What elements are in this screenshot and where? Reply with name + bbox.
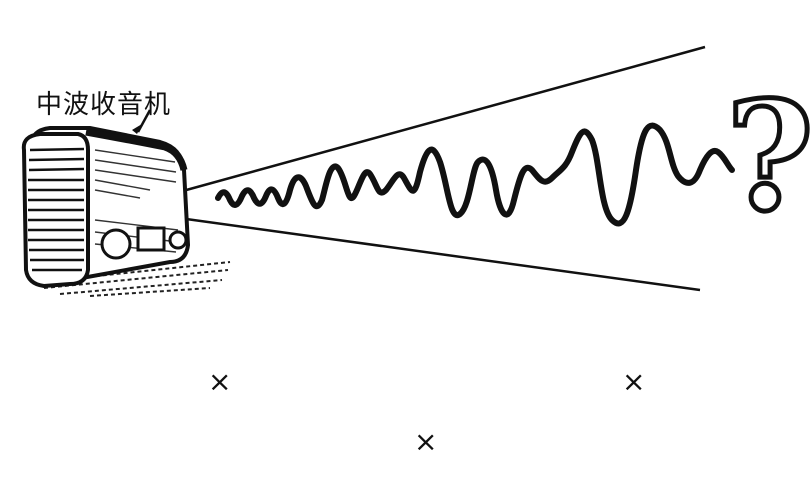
cross-mark-left: ×	[208, 365, 232, 398]
beam-upper-edge	[149, 45, 706, 202]
cross-mark-right: ×	[622, 365, 646, 398]
radio-icon	[21, 109, 231, 297]
radio-label: 中波收音机	[36, 90, 172, 120]
radio-wave	[215, 122, 735, 227]
beam-lower-edge	[149, 212, 701, 292]
question-mark: ?	[724, 69, 810, 245]
cross-mark-bottom: ×	[414, 425, 438, 458]
